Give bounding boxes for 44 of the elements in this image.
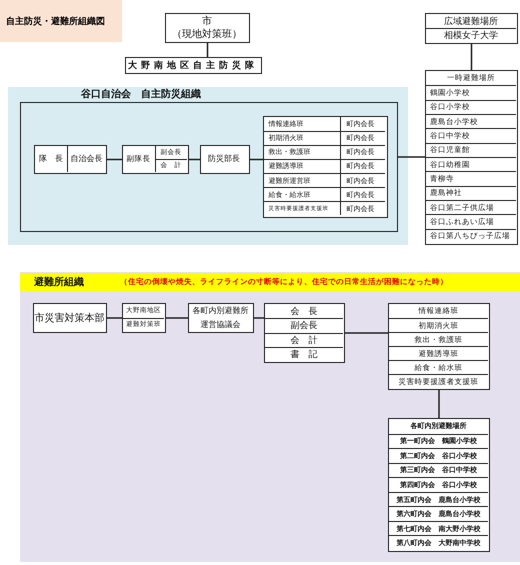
connector-line [107,158,122,160]
connector-line [250,158,263,160]
label-text: 広域避難場所 [443,16,499,28]
list-table [425,70,518,245]
connector-line [107,317,122,319]
connector-line [438,390,440,418]
org-box [33,303,107,333]
label-text: 会 長 [290,306,318,318]
connector-line [345,332,388,334]
label-text: 防災部長 [207,153,241,165]
connector-line [189,158,200,160]
org-box [122,144,188,174]
label-text: 谷口自治会 自主防災組織 [80,87,202,101]
label-text: 大野南地区自主防災隊 [126,59,259,72]
diagram-title: 自主防災・避難所組織図 [0,0,122,42]
label-text: 市災害対策本部 [34,312,105,326]
org-box [425,13,518,44]
label-text: 書 記 [265,346,343,361]
list-table [264,303,345,363]
label-text: 各町内別避難所 [192,305,250,318]
label-text: 相模女子大学 [426,28,516,42]
org-box [200,144,250,174]
label-text: （現地対策班） [171,28,243,41]
org-box [165,13,250,43]
list-table [262,116,388,218]
org-box [188,303,254,333]
connector-line [206,43,208,57]
label-text: 隊 長 [38,153,64,165]
group-panel [20,272,520,562]
connector-line [254,317,264,319]
section-title: 避難所組織 [34,276,84,289]
connector-line [398,156,425,158]
list-table [388,418,490,552]
org-box [125,57,262,74]
connector-line [166,317,188,319]
org-box [122,303,166,333]
label-text: 自治会長 [67,146,104,172]
org-box [34,144,106,174]
label-text: 副会長 [265,318,343,332]
connector-line [470,44,472,70]
label-text: 運営協議会 [200,318,242,331]
list-table [388,303,490,390]
label-text: 会 計 [265,332,343,347]
label-text: 市 [201,14,213,28]
